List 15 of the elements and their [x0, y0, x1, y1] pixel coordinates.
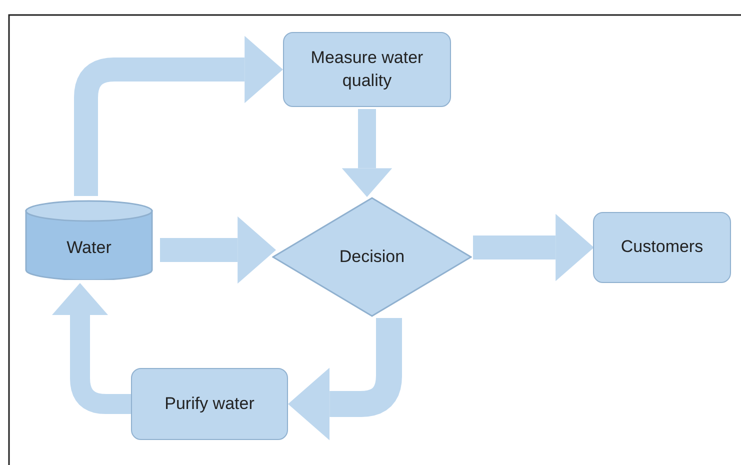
- storage-cylinder: [25, 200, 153, 280]
- process-box: [131, 368, 288, 440]
- block-arrow: [52, 283, 131, 414]
- node-label: Decision: [339, 246, 405, 268]
- block-arrow: [473, 214, 594, 282]
- node-label: Purify water: [164, 392, 254, 415]
- block-arrow: [74, 36, 283, 196]
- decision-diamond: [272, 197, 472, 317]
- process-box: [283, 32, 451, 107]
- node-label: Water: [66, 236, 112, 259]
- block-arrow: [342, 109, 392, 197]
- node-label: Measure water quality: [310, 46, 424, 92]
- process-box: [593, 212, 731, 283]
- block-arrow: [160, 216, 276, 284]
- node-label: Customers: [620, 236, 704, 258]
